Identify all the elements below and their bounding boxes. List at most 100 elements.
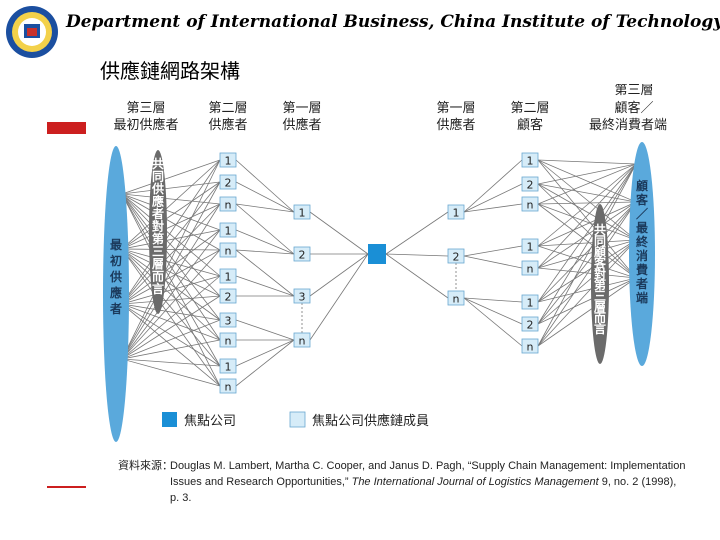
end-consumers-label: 顧	[636, 178, 648, 193]
tier2-customer-node	[521, 260, 539, 276]
tier2-supplier-node	[219, 242, 237, 258]
tier1-customer-node-label: 2	[453, 251, 460, 264]
column-header-line2: 供應者	[282, 117, 321, 133]
column-header-line1: 第二層	[510, 101, 549, 116]
source-citation: 資料來源： Douglas M. Lambert, Martha C. Coop…	[118, 458, 688, 506]
tier1-supplier-node	[293, 332, 311, 348]
legend-focal-swatch	[162, 412, 177, 427]
tier1-customer-node	[447, 290, 465, 306]
common-customers-label: 同	[594, 234, 606, 248]
tier2-supplier-node-label: 2	[225, 291, 232, 304]
common-suppliers-label: 者	[151, 206, 164, 221]
decorative-red-line	[47, 486, 87, 488]
tier2-supplier-node-label: 1	[225, 271, 232, 284]
tier1-supplier-node	[293, 204, 311, 220]
tier1-supplier-node-label: n	[299, 335, 306, 348]
tier2-supplier-node	[219, 268, 237, 284]
tier2-supplier-node-label: n	[225, 199, 232, 212]
tier2-supplier-node	[219, 152, 237, 168]
tier2-customer-node	[521, 196, 539, 212]
common-customers-ellipse	[591, 204, 609, 364]
tier2-customer-node	[521, 152, 539, 168]
tier1-customer-node-label: 1	[453, 207, 460, 220]
tier2-customer-node-label: 2	[527, 179, 534, 192]
end-consumers-label: 者	[635, 276, 648, 291]
source-body: Douglas M. Lambert, Martha C. Cooper, an…	[170, 458, 688, 506]
tier1-supplier-node-label: 2	[299, 249, 306, 262]
tier2-supplier-node	[219, 196, 237, 212]
column-header-line2: 顧客／	[614, 100, 653, 116]
column-header-line1: 第一層	[282, 101, 321, 116]
tier2-customer-node	[521, 338, 539, 354]
end-consumers-label: 客	[635, 192, 649, 207]
end-consumers-label: 費	[636, 262, 648, 277]
column-header-line2: 顧客	[517, 117, 543, 133]
focal-company-node	[368, 244, 386, 264]
tier2-supplier-node-label: 3	[225, 315, 232, 328]
tier1-supplier-node-label: 3	[299, 291, 306, 304]
tier2-supplier-node	[219, 288, 237, 304]
source-text-b: 9, no. 2 (1998), p. 3.	[170, 476, 677, 504]
common-suppliers-label: 言	[152, 281, 164, 296]
end-consumers-label: ／	[636, 206, 648, 221]
decorative-red-bar	[47, 122, 87, 134]
tier2-supplier-node-label: n	[225, 335, 232, 348]
tier1-customer-node	[447, 204, 465, 220]
initial-suppliers-ellipse	[103, 146, 129, 442]
tier2-customer-node	[521, 316, 539, 332]
slide-subtitle: 供應鏈網路架構	[100, 59, 240, 83]
initial-suppliers-label: 者	[109, 301, 122, 316]
end-consumers-label: 最	[636, 221, 649, 235]
tier2-customer-node-label: 1	[527, 241, 534, 254]
initial-suppliers-label: 供	[109, 269, 122, 284]
tier2-customer-node-label: n	[527, 199, 534, 212]
header-title: Department of International Business, Ch…	[66, 12, 720, 32]
common-customers-label: 三	[594, 289, 606, 303]
legend: 焦點公司 焦點公司供應鏈成員	[162, 411, 429, 429]
common-customers-label: 共	[594, 222, 606, 237]
source-text-a: Douglas M. Lambert, Martha C. Cooper, an…	[170, 460, 686, 488]
common-customers-label: 第	[594, 277, 606, 292]
common-customers-label: 顧	[594, 244, 606, 259]
common-customers-label: 而	[594, 311, 606, 325]
column-header-line1: 第二層	[208, 101, 247, 116]
tier2-supplier-node	[219, 378, 237, 394]
column-header-line1: 第一層	[436, 101, 475, 116]
tier2-customer-node-label: n	[527, 263, 534, 276]
initial-suppliers-label: 最	[110, 238, 123, 252]
tier2-customer-node	[521, 294, 539, 310]
common-suppliers-label: 層	[152, 257, 164, 271]
tier2-supplier-node-label: 2	[225, 177, 232, 190]
tier2-supplier-node-label: n	[225, 245, 232, 258]
tier2-customer-node-label: 1	[527, 297, 534, 310]
column-header-line2: 供應者	[436, 117, 475, 133]
tier2-supplier-node	[219, 358, 237, 374]
common-suppliers-label: 三	[152, 245, 164, 259]
common-suppliers-label: 共	[152, 156, 164, 171]
source-label: 資料來源：	[118, 460, 173, 472]
tier1-customer-node	[447, 248, 465, 264]
common-customers-label: 對	[594, 266, 606, 281]
source-journal: The International Journal of Logistics M…	[351, 476, 599, 488]
tier2-supplier-node-label: 1	[225, 225, 232, 238]
tier2-customer-node	[521, 176, 539, 192]
common-suppliers-label: 對	[152, 219, 164, 234]
column-header-line2: 最初供應者	[113, 117, 178, 133]
tier2-supplier-node-label: 1	[225, 155, 232, 168]
column-header-line2: 供應者	[208, 117, 247, 133]
end-consumers-label: 消	[636, 248, 648, 263]
common-suppliers-label: 第	[152, 231, 164, 246]
common-customers-label: 層	[594, 300, 606, 314]
tier2-supplier-node	[219, 174, 237, 190]
tier2-supplier-node-label: 1	[225, 361, 232, 374]
tier2-customer-node	[521, 238, 539, 254]
initial-suppliers-label: 初	[110, 253, 122, 268]
tier2-supplier-node	[219, 312, 237, 328]
column-header-line3: 最終消費者端	[589, 117, 667, 133]
common-customers-label: 客	[593, 255, 607, 270]
tier1-supplier-node-label: 1	[299, 207, 306, 220]
institute-seal-logo	[6, 6, 58, 58]
common-suppliers-label: 供	[151, 181, 164, 196]
